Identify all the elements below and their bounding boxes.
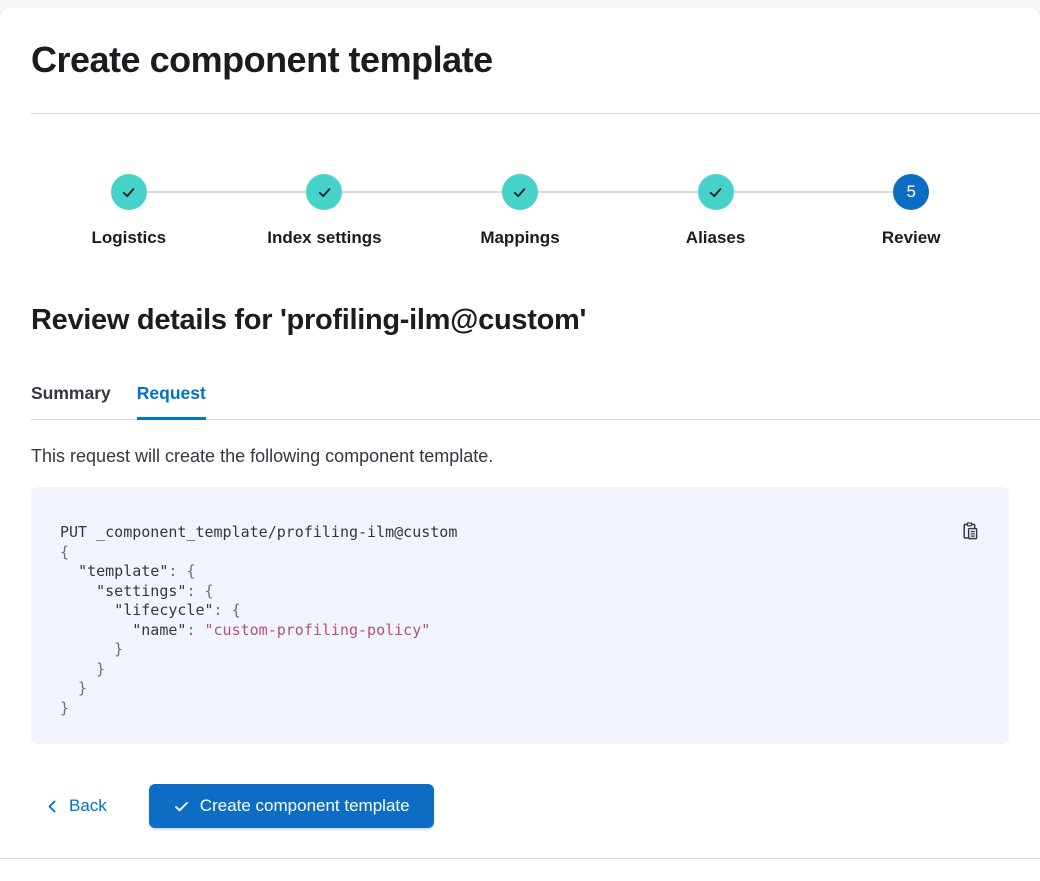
step-complete-check-icon (501, 174, 538, 210)
copy-button[interactable] (960, 521, 981, 542)
page-title: Create component template (31, 39, 493, 80)
create-component-template-button[interactable]: Create component template (148, 784, 434, 828)
step-current-number: 5 (893, 174, 930, 210)
step-logistics[interactable]: Logistics (31, 174, 227, 248)
check-icon (173, 798, 190, 815)
bottom-divider (0, 858, 1040, 859)
step-complete-check-icon (306, 174, 343, 210)
step-complete-check-icon (697, 174, 734, 210)
step-index-settings[interactable]: Index settings (227, 174, 423, 248)
header-divider (31, 113, 1040, 114)
wizard-footer: Back Create component template (31, 784, 1009, 828)
step-label: Index settings (267, 228, 382, 247)
review-tabs: Summary Request (31, 383, 1040, 420)
step-complete-check-icon (110, 174, 147, 210)
back-label: Back (69, 796, 107, 815)
step-label: Mappings (480, 228, 560, 247)
copy-clipboard-icon (960, 522, 981, 545)
tab-summary[interactable]: Summary (31, 383, 111, 419)
request-description: This request will create the following c… (31, 446, 494, 466)
tab-request[interactable]: Request (136, 383, 206, 420)
step-label: Logistics (91, 228, 167, 247)
step-label: Review (881, 228, 941, 247)
request-code-block: PUT _component_template/profiling-ilm@cu… (31, 487, 1009, 744)
step-mappings[interactable]: Mappings (422, 174, 618, 248)
step-label: Aliases (685, 228, 746, 247)
create-button-label: Create component template (199, 796, 410, 815)
chevron-left-icon (45, 799, 60, 814)
step-aliases[interactable]: Aliases (618, 174, 814, 248)
review-heading: Review details for 'profiling-ilm@custom… (31, 304, 587, 336)
back-button[interactable]: Back (31, 796, 115, 816)
create-component-template-wizard: Create component template Logistics Index… (0, 8, 1040, 881)
code-content: PUT _component_template/profiling-ilm@cu… (60, 523, 458, 717)
